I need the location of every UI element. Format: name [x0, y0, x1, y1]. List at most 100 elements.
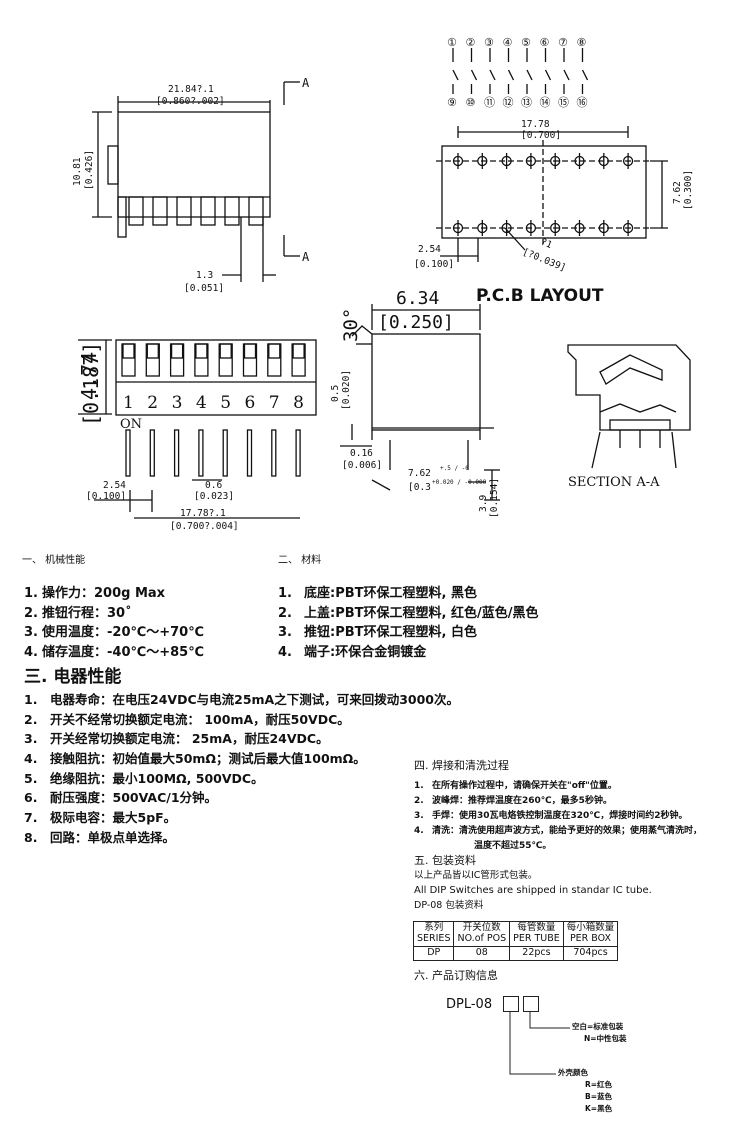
list-item: 2.开关不经常切换额定电流： 100mA，耐压50VDC。	[24, 711, 350, 727]
electrical-list: 1.电器寿命：在电压24VDC与电流25mA之下测试，可来回拨动3000次。 2…	[24, 689, 459, 847]
switch-number: 1	[123, 393, 134, 413]
switch-number: 2	[147, 393, 158, 413]
terminal-pin	[125, 429, 131, 477]
packaging-line1: 以上产品皆以IC管形式包装。	[414, 870, 538, 881]
switch-number: 5	[220, 393, 231, 413]
dim-side-762-in-tol: +0.020 / -0.000	[432, 479, 487, 486]
option-color-red: R=红色	[585, 1080, 613, 1089]
dim-pitch-small: 1.3	[196, 270, 213, 281]
actuator-knob	[219, 343, 232, 359]
dim-front-pin: 0.6	[205, 480, 222, 491]
circuit-pin-label: ⑫	[503, 96, 514, 109]
section-mark-bottom: A	[302, 250, 310, 264]
terminal-pin	[149, 429, 155, 477]
electrical-heading: 三. 电器性能	[24, 667, 122, 687]
dim-pcb-row: 7.62	[672, 181, 683, 204]
dim-side-762-in: [0.3	[408, 482, 431, 493]
mechanical-list: 1.操作力：200g Max 2.推钮行程：30˚ 3.使用温度：-20℃～+7…	[24, 582, 204, 660]
dim-side-05: 0.5	[330, 385, 341, 402]
list-item: 8.回路：单极点单选择。	[24, 829, 176, 845]
actuator-slot	[267, 343, 282, 377]
soldering-heading: 四. 焊接和清洗过程	[414, 759, 509, 772]
list-item: 温度不超过55℃。	[474, 841, 552, 851]
dim-pcb-hole-in: [?0.039]	[521, 247, 568, 274]
table-cell: 22pcs	[509, 945, 564, 961]
option-color-title: 外壳颜色	[558, 1068, 588, 1077]
circuit-switch	[507, 69, 515, 81]
dim-side-016: 0.16	[350, 448, 373, 459]
dim-pcb-hole: ?1	[539, 237, 554, 252]
dim-front-height: 4.74	[77, 352, 101, 400]
dim-height: 10.81	[72, 157, 83, 186]
front-on-label: ON	[120, 417, 142, 432]
soldering-list: 1.在所有操作过程中，请确保开关在"off"位置。 2.波峰焊：推荐焊温度在26…	[414, 778, 702, 853]
circuit-pin-label: ⑥	[540, 36, 550, 49]
material-list: 1.底座:PBT环保工程塑料, 黑色 2.上盖:PBT环保工程塑料, 红色/蓝色…	[278, 582, 538, 660]
actuator-knob	[170, 343, 184, 359]
packaging-heading: 五. 包装资料	[414, 854, 476, 867]
dim-height-in: [0.426]	[84, 150, 95, 190]
table-cell: 704pcs	[562, 945, 619, 961]
dim-side-angle: 30°	[340, 308, 362, 342]
option-box-color	[503, 996, 519, 1012]
actuator-slot	[291, 343, 306, 377]
circuit-pin-label: ⑩	[466, 96, 476, 109]
actuator-knob	[122, 343, 135, 359]
dim-top-width: 21.84?.1	[168, 84, 214, 95]
list-item: 4.清洗：清洗使用超声波方式，能给予更好的效果；使用蒸气清洗时，	[414, 826, 703, 836]
option-box-packing	[523, 996, 539, 1012]
switch-number: 6	[245, 393, 256, 413]
terminal-pin	[271, 429, 277, 477]
actuator-slot	[169, 343, 185, 377]
circuit-diagram	[452, 48, 589, 94]
circuit-pin-label: ⑨	[447, 96, 457, 109]
circuit-switch	[544, 69, 552, 81]
switch-number: 3	[172, 393, 183, 413]
dim-pcb-pitch-in: [0.100]	[414, 259, 454, 270]
circuit-pin-label: ④	[503, 36, 513, 49]
switch-number: 4	[196, 393, 207, 413]
dim-side-762-tol: +.5 / -0	[440, 465, 469, 472]
circuit-pin-label: ⑪	[484, 96, 495, 109]
actuator-slot	[121, 343, 136, 377]
terminal-pin	[295, 429, 301, 477]
dim-pcb-width: 17.78	[521, 119, 550, 130]
circuit-pin-label: ①	[447, 36, 457, 49]
top-view	[92, 81, 300, 282]
list-item: 6.耐压强度：500VAC/1分钟。	[24, 790, 218, 806]
dim-side-39: 3.9	[478, 495, 489, 512]
pcb-layout	[436, 126, 668, 262]
circuit-pin-label: ⑦	[558, 36, 568, 49]
dim-top-width-in: [0.860?.002]	[156, 96, 225, 107]
dim-side-016-in: [0.006]	[342, 460, 382, 471]
list-item: 4.端子:环保合金铜镀金	[278, 644, 427, 660]
circuit-pin-label: ⑤	[521, 36, 531, 49]
actuator-knob	[292, 343, 305, 359]
list-item: 2.上盖:PBT环保工程塑料, 红色/蓝色/黑色	[278, 605, 539, 621]
section-view	[567, 344, 691, 469]
table-row: DP 08 22pcs 704pcs	[412, 945, 619, 961]
list-item: 1.电器寿命：在电压24VDC与电流25mA之下测试，可来回拨动3000次。	[24, 692, 460, 707]
dim-side-width: 6.34	[396, 288, 439, 309]
dim-side-762: 7.62	[408, 468, 431, 479]
circuit-switch	[563, 69, 570, 81]
list-item: 1.底座:PBT环保工程塑料, 黑色	[278, 586, 477, 601]
list-item: 5.绝缘阻抗：最小100MΩ, 500VDC。	[24, 770, 264, 786]
circuit-switch	[470, 69, 478, 81]
dim-front-pitch-in: [0.100]	[86, 491, 126, 502]
option-color-blue: B=蓝色	[585, 1092, 613, 1101]
option-packing-standard: 空白=标准包装	[572, 1022, 624, 1031]
circuit-pin-label: ⑯	[577, 96, 588, 109]
circuit-pin-label: ⑧	[577, 36, 587, 49]
circuit-switch	[581, 69, 589, 81]
dim-pitch-small-in: [0.051]	[184, 283, 224, 294]
actuator-knob	[195, 343, 208, 359]
list-item: 3.使用温度：-20℃～+70℃	[24, 625, 204, 640]
material-heading: 二、 材料	[278, 555, 322, 566]
front-view	[78, 339, 317, 519]
